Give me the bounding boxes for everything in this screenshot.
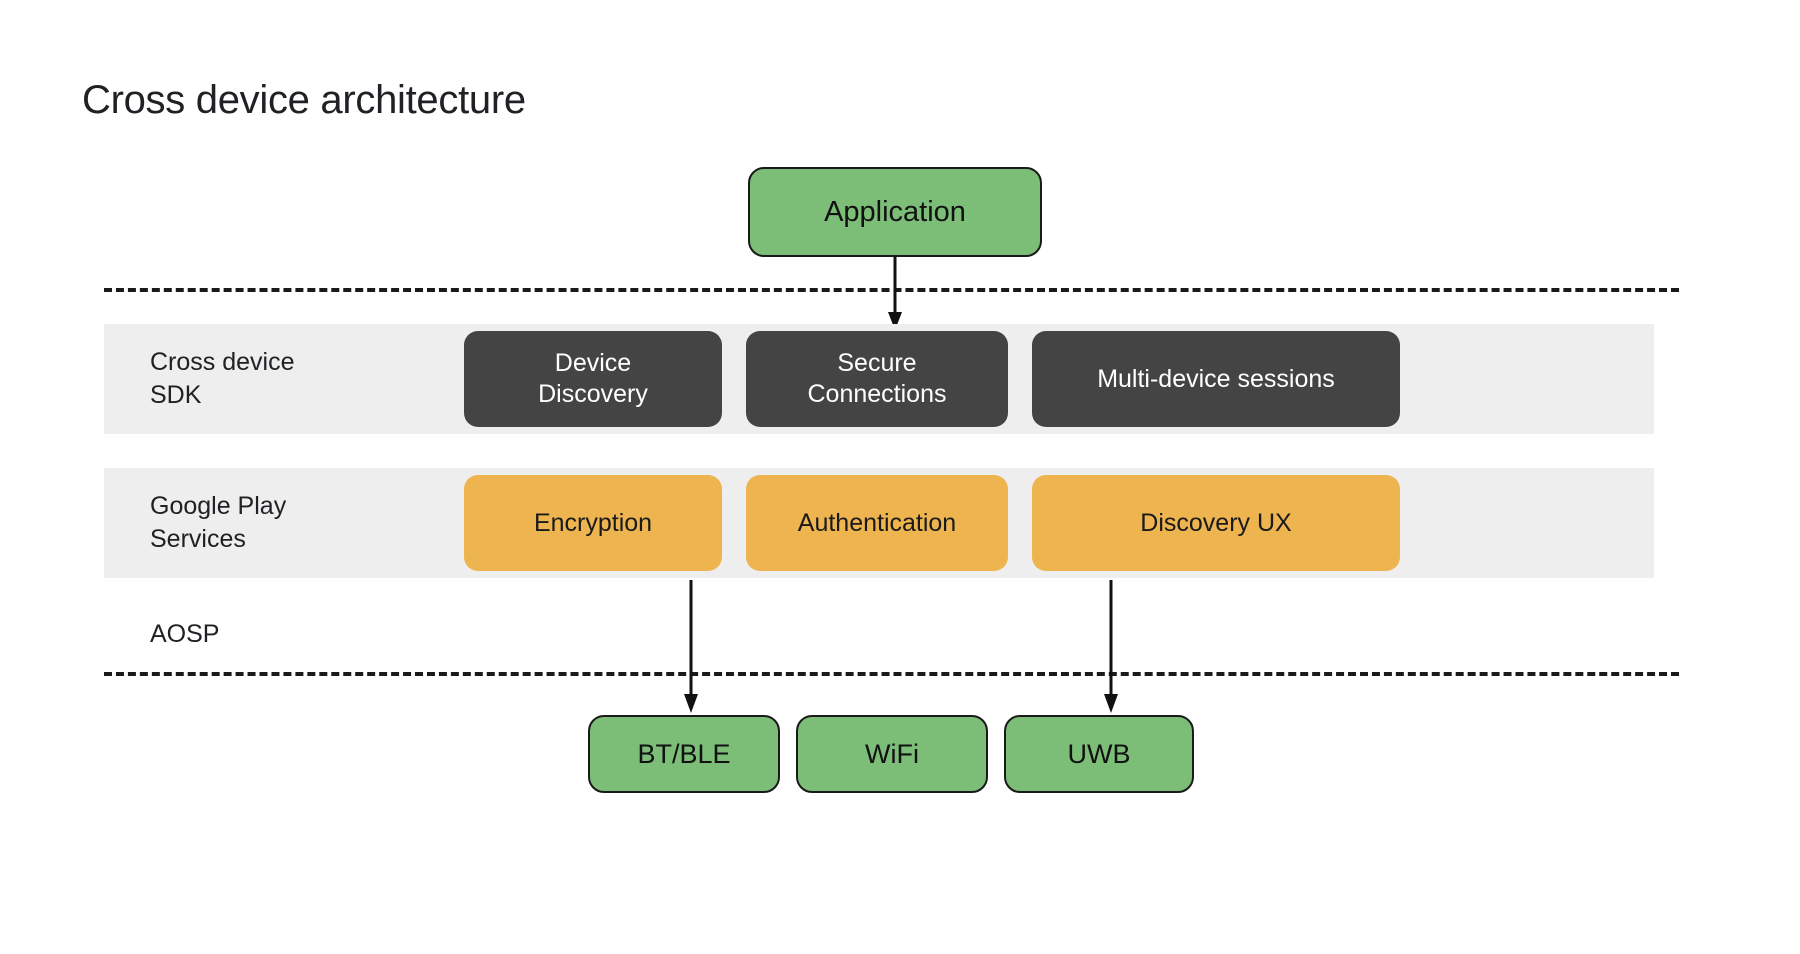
layer-label-google-play-services: Google Play Services: [150, 492, 287, 553]
separator-application-boundary: [104, 288, 1679, 292]
chip-device-discovery[interactable]: Device Discovery: [464, 331, 722, 427]
application-node[interactable]: Application: [748, 167, 1042, 257]
chip-strip-cross-device-sdk: Device Discovery Secure Connections Mult…: [464, 331, 1400, 427]
chip-secure-connections[interactable]: Secure Connections: [746, 331, 1008, 427]
layer-row-cross-device-sdk: Cross device SDK Device Discovery Secure…: [104, 324, 1654, 434]
chip-authentication[interactable]: Authentication: [746, 475, 1008, 571]
chip-discovery-ux[interactable]: Discovery UX: [1032, 475, 1400, 571]
transport-node-bt-ble[interactable]: BT/BLE: [588, 715, 780, 793]
arrow-encryption-to-bt-ble: [684, 580, 698, 713]
application-node-label: Application: [824, 195, 966, 228]
layer-row-google-play-services: Google Play Services Encryption Authenti…: [104, 468, 1654, 578]
layer-label-cross-device-sdk: Cross device SDK: [150, 348, 295, 409]
chip-strip-google-play-services: Encryption Authentication Discovery UX: [464, 475, 1400, 571]
chip-multi-device-sessions[interactable]: Multi-device sessions: [1032, 331, 1400, 427]
layer-label-aosp: AOSP: [150, 620, 220, 648]
transport-node-wifi[interactable]: WiFi: [796, 715, 988, 793]
arrow-discovery-ux-to-uwb: [1104, 580, 1118, 713]
separator-aosp-boundary: [104, 672, 1679, 676]
page-title: Cross device architecture: [82, 78, 526, 122]
chip-encryption[interactable]: Encryption: [464, 475, 722, 571]
transport-node-uwb[interactable]: UWB: [1004, 715, 1194, 793]
arrow-application-to-secure-connections: [888, 256, 902, 330]
transport-strip: BT/BLE WiFi UWB: [588, 715, 1194, 793]
